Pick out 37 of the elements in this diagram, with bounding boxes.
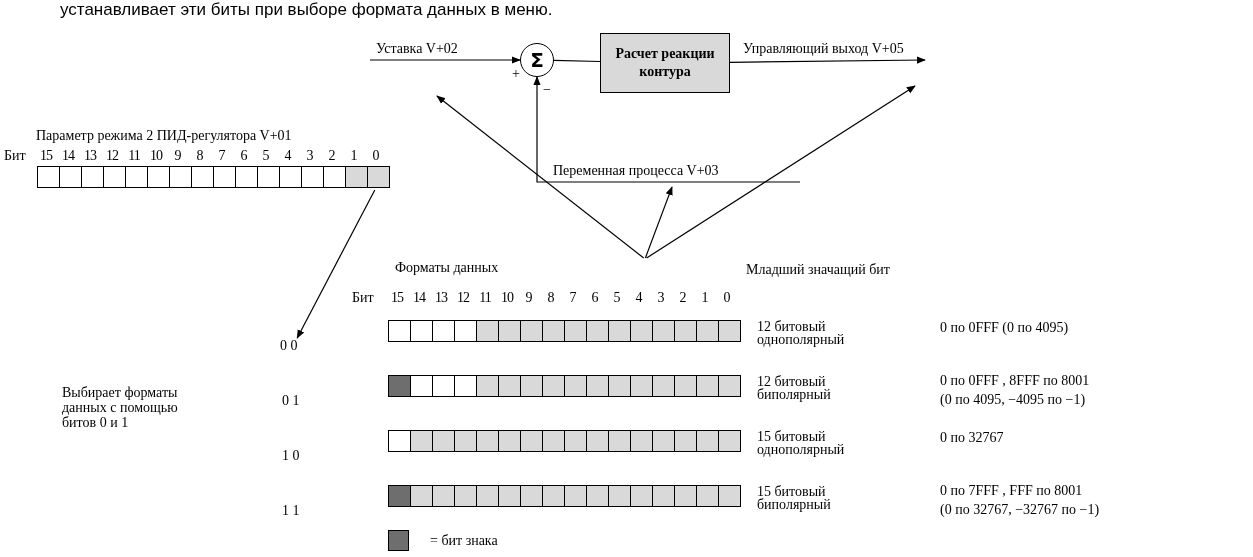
format-name: 15 битовый биполярный: [757, 485, 832, 511]
note-text: Выбирает форматы данных с помощью битов 0 и 1: [62, 385, 179, 430]
value-range: 0 по 0FFF , 8FFF по 8001: [940, 373, 1090, 388]
edge-label: Управляющий выход V+05: [742, 41, 905, 56]
arrow: [369, 56, 521, 64]
sign-label: −: [543, 82, 551, 97]
sign-label: +: [512, 66, 520, 81]
legend-text: = бит знака: [430, 533, 498, 548]
value-range: 0 по 7FFF , FFF по 8001: [940, 483, 1083, 498]
bit-numbers: Бит 15 14 13 12 11 10 9 8 7 6 5 4 3 2 1 0: [352, 290, 732, 307]
bit-numbers: Бит 15 14 13 12 11 10 9 8 7 6 5 4 3 2 1 0: [4, 148, 381, 165]
arrow: [296, 189, 376, 339]
summing-junction: Σ: [520, 43, 554, 77]
bit-code: 0 1: [282, 393, 300, 408]
format-name: 12 битовый биполярный: [757, 375, 832, 401]
arrow: [646, 85, 916, 259]
bit-code: 0 0: [280, 338, 306, 354]
value-range: 0 по 32767: [940, 430, 1004, 445]
edge-label: Уставка V+02: [375, 41, 459, 56]
register-title: Параметр режима 2 ПИД-регулятора V+01: [36, 128, 292, 143]
annotation-text: Младший значащий бит: [746, 262, 890, 277]
arrow: [436, 95, 645, 259]
arrow: [644, 186, 673, 259]
caption-text: устанавливает эти биты при выборе формата данных в меню.: [60, 0, 553, 20]
format-name: 12 битовый однополярный: [757, 320, 846, 346]
value-range: (0 по 4095, −4095 по −1): [940, 392, 1086, 407]
bit-code: 1 0: [282, 448, 300, 463]
edge-label: Переменная процесса V+03: [552, 163, 720, 178]
section-heading: Форматы данных: [395, 260, 499, 275]
connector-line: [553, 59, 601, 63]
arrow: [729, 56, 926, 64]
bit-code: 1 1: [282, 503, 300, 518]
value-range: (0 по 32767, −32767 по −1): [940, 502, 1100, 517]
value-range: 0 по 0FFF (0 по 4095): [940, 320, 1069, 335]
process-box: Расчет реакции контура: [600, 33, 730, 93]
format-name: 15 битовый однополярный: [757, 430, 846, 456]
arrow: [533, 76, 801, 183]
